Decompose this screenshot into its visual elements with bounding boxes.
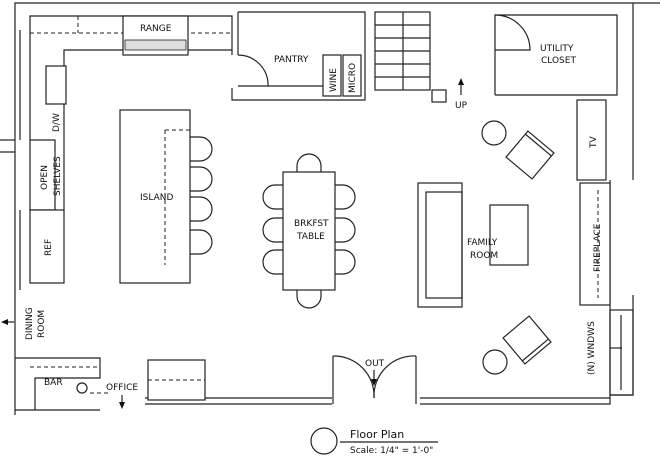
label-table: TABLE bbox=[296, 232, 325, 242]
label-closet: CLOSET bbox=[541, 56, 576, 66]
label-dw: D/W bbox=[52, 113, 62, 132]
refrigerator bbox=[29, 209, 65, 284]
label-tv: TV bbox=[589, 136, 599, 149]
sink bbox=[45, 65, 67, 105]
island bbox=[119, 109, 213, 284]
label-wine: WINE bbox=[329, 68, 339, 92]
label-fireplace: FIREPLACE bbox=[593, 223, 603, 272]
label-open: OPEN bbox=[40, 165, 50, 190]
bar-area bbox=[1, 319, 622, 411]
plan-scale: Scale: 1/4" = 1'-0" bbox=[350, 446, 433, 456]
label-range: RANGE bbox=[140, 24, 172, 34]
label-shelves: SHELVES bbox=[53, 156, 63, 196]
label-brkfst: BRKFST bbox=[294, 219, 329, 229]
fireplace bbox=[579, 182, 611, 306]
breakfast-table bbox=[262, 153, 356, 309]
microwave bbox=[342, 54, 362, 97]
label-utility: UTILITY bbox=[540, 44, 574, 54]
pantry bbox=[231, 11, 366, 101]
kitchen-counters bbox=[19, 15, 233, 290]
label-micro: MICRO bbox=[348, 63, 358, 93]
label-office: OFFICE bbox=[106, 383, 138, 393]
stairs bbox=[374, 11, 464, 103]
wine-fridge bbox=[322, 54, 342, 97]
title-block: Floor Plan Scale: 1/4" = 1'-0" bbox=[310, 427, 438, 456]
label-ref: REF bbox=[44, 239, 54, 256]
plan-title: Floor Plan bbox=[350, 428, 404, 441]
open-shelves bbox=[29, 139, 56, 211]
family-room-furniture bbox=[417, 99, 634, 396]
label-room: ROOM bbox=[470, 251, 498, 261]
out-doors bbox=[332, 355, 417, 404]
label-family: FAMILY bbox=[467, 238, 498, 248]
label-out: OUT bbox=[365, 359, 385, 369]
tv bbox=[576, 99, 607, 181]
label-dining: DINING bbox=[25, 307, 35, 340]
label-bar: BAR bbox=[44, 378, 63, 388]
label-dining-room: ROOM bbox=[37, 310, 47, 338]
label-up: UP bbox=[455, 101, 468, 111]
utility-closet bbox=[494, 14, 618, 96]
label-windows: (N) WNDWS bbox=[587, 321, 597, 375]
label-pantry: PANTRY bbox=[274, 55, 309, 65]
label-island: ISLAND bbox=[140, 193, 173, 203]
